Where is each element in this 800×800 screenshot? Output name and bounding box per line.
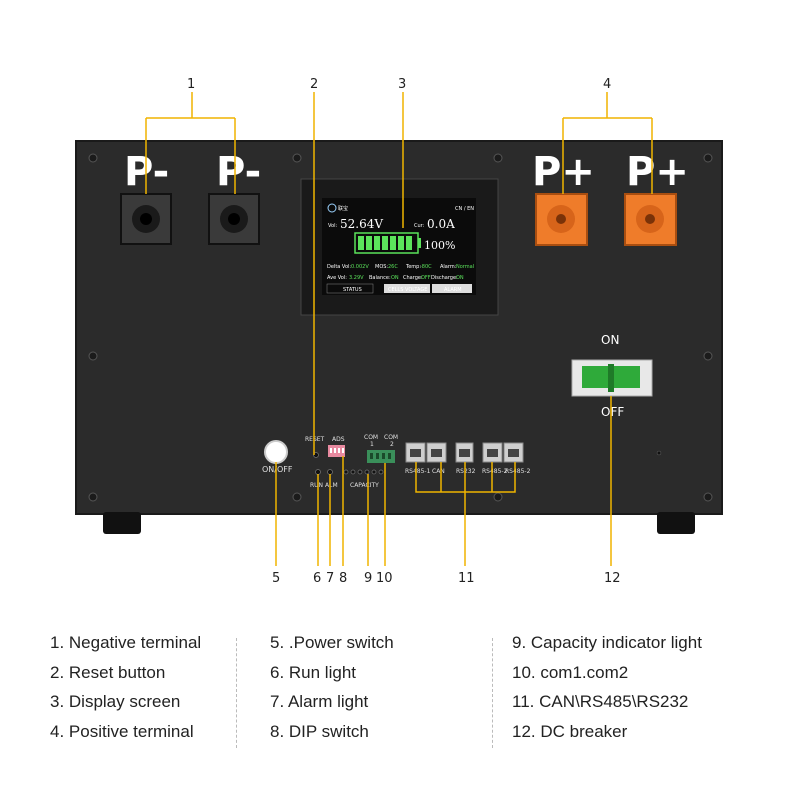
lcd-temp-value: -80C: [420, 264, 432, 270]
capacity-label: CAPACITY: [350, 482, 379, 489]
com1-label: COM: [364, 434, 378, 441]
foot-left: [103, 512, 141, 534]
lcd-alarm-value: Normal: [456, 264, 474, 270]
callout-10: 10: [376, 571, 393, 586]
lcd-alarm-label: Alarm:: [440, 264, 457, 270]
lcd-tab-alarm[interactable]: ALARM: [444, 287, 462, 293]
capacity-lights: [343, 469, 384, 475]
battery-diagram: P- P- P+ P+ 联宝 CN / EN Vol: 52.64V Cur: …: [75, 77, 723, 586]
alm-label: ALM: [325, 482, 338, 489]
neg-terminal-label-2: P-: [216, 149, 261, 195]
lcd-ave-value: 3.29V: [349, 275, 364, 281]
lcd-ave-label: Ave Vol:: [327, 275, 347, 281]
lcd-tab-cells-bg: [384, 284, 430, 293]
can-label: CAN: [432, 468, 445, 475]
lcd-charge-value: OFF: [421, 275, 431, 281]
callout-lines: [145, 92, 653, 566]
callout-9: 9: [364, 571, 372, 586]
lcd-tab-status-bg: [326, 283, 374, 294]
callout-6: 6: [313, 571, 321, 586]
power-switch[interactable]: [264, 440, 288, 464]
positive-terminal-2: [624, 193, 677, 246]
callout-1: 1: [187, 77, 195, 92]
run-label: RUN: [310, 482, 323, 489]
com2-label: COM: [384, 434, 398, 441]
rs485-2b-label: RS485-2: [505, 468, 531, 475]
breaker-on-label: ON: [601, 333, 619, 347]
com1-num: 1: [370, 441, 374, 448]
dip-switch-pins: [330, 448, 344, 453]
lcd-mos-label: MOS:: [375, 264, 388, 270]
pos-terminal-label-2: P+: [626, 149, 689, 195]
lcd-mos-value: 26C: [388, 264, 398, 270]
dip-switch[interactable]: [328, 445, 345, 457]
lcd-tab-alarm-bg: [432, 284, 472, 293]
cabinet-edge: [75, 140, 723, 515]
callout-4: 4: [603, 77, 611, 92]
legend-item-6: 6. Run light: [270, 662, 356, 682]
lcd-cur-value: 0.0A: [427, 217, 455, 231]
on-off-label: ON/OFF: [262, 465, 293, 474]
lcd-temp-label: Temp:: [405, 264, 421, 270]
legend-item-5: 5. .Power switch: [270, 633, 394, 652]
battery-gauge: [354, 232, 421, 254]
lcd-discharge-value: ON: [456, 275, 464, 281]
legend-column-3: 9. Capacity indicator light 10. com1.com…: [512, 628, 702, 746]
rj45-slots: [410, 449, 519, 457]
lcd-vol-value: 52.64V: [340, 217, 383, 231]
lcd-tab-status[interactable]: STATUS: [343, 287, 362, 293]
callout-5: 5: [272, 571, 280, 586]
reset-label: RESET: [305, 436, 325, 443]
callout-11: 11: [458, 571, 475, 586]
legend-divider-2: [492, 638, 493, 748]
lcd-delta-value: 0.002V: [351, 264, 369, 270]
legend-item-11: 11. CAN\RS485\RS232: [512, 692, 689, 711]
legend-item-2: 2. Reset button: [50, 662, 166, 682]
lcd-lang: CN / EN: [455, 206, 474, 212]
callout-12: 12: [604, 571, 621, 586]
positive-terminal-1: [535, 193, 588, 246]
legend-item-12: 12. DC breaker: [512, 721, 628, 741]
foot-right: [657, 512, 695, 534]
com2-num: 2: [390, 441, 394, 448]
lcd-delta-label: Delta Vol:: [327, 264, 351, 270]
lcd-tab-cells[interactable]: CELLS VOLTAGE: [388, 287, 427, 293]
rs485-2-label: RS485-2: [482, 468, 508, 475]
callout-2: 2: [310, 77, 318, 92]
callout-8: 8: [339, 571, 347, 586]
lcd-balance-label: Balance:: [369, 275, 391, 281]
callout-7: 7: [326, 571, 334, 586]
legend-item-8: 8. DIP switch: [270, 721, 369, 741]
negative-terminal-2: [208, 193, 260, 245]
screws: [88, 153, 713, 502]
lcd-discharge-label: Discharge:: [431, 275, 458, 281]
lcd-cur-label: Cur:: [414, 223, 425, 229]
legend-item-9: 9. Capacity indicator light: [512, 633, 702, 652]
legend-item-10: 10. com1.com2: [512, 662, 629, 682]
rs232-label: RS232: [456, 468, 476, 475]
lcd-charge-label: Charge:: [403, 275, 423, 281]
lcd-brand: 联宝: [338, 205, 348, 212]
lcd-percent: 100%: [424, 239, 455, 252]
negative-terminal-1: [120, 193, 172, 245]
legend-item-4: 4. Positive terminal: [50, 721, 194, 741]
legend-item-7: 7. Alarm light: [270, 692, 369, 711]
com-terminals[interactable]: [367, 450, 395, 463]
callout-3: 3: [398, 77, 406, 92]
brand-logo-icon: [327, 203, 337, 213]
legend-column-1: 1. Negative terminal 2. Reset button 3. …: [50, 628, 201, 746]
legend-divider-1: [236, 638, 237, 748]
ads-label: ADS: [332, 436, 345, 443]
alarm-light: [327, 469, 333, 475]
run-light: [315, 469, 321, 475]
legend-item-3: 3. Display screen: [50, 692, 181, 711]
dc-breaker[interactable]: [571, 359, 653, 397]
lcd-balance-value: ON: [391, 275, 399, 281]
legend-column-2: 5. .Power switch 6. Run light 7. Alarm l…: [270, 628, 394, 746]
breaker-off-label: OFF: [601, 405, 624, 419]
rs485-1-label: RS485-1: [405, 468, 431, 475]
lcd-vol-label: Vol:: [328, 223, 337, 229]
legend-item-1: 1. Negative terminal: [50, 633, 202, 652]
indicator-dot: [656, 450, 662, 456]
